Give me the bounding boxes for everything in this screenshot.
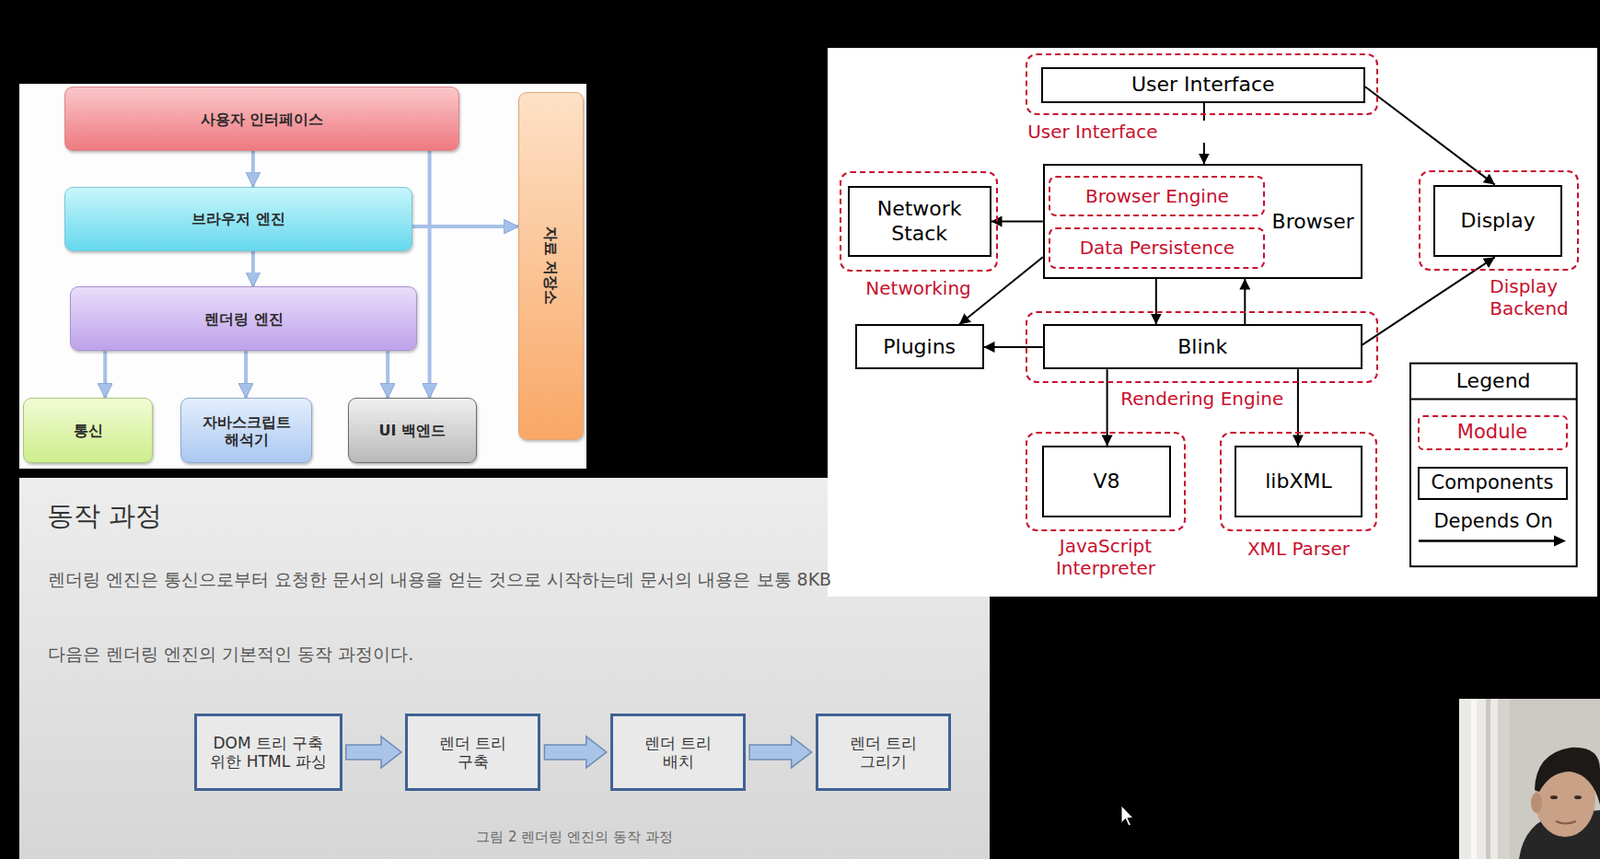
box-label: Browser	[1272, 208, 1355, 233]
box-label: V8	[1093, 469, 1121, 494]
module-label: Display Backend	[1489, 275, 1588, 320]
flow-step-box: DOM 트리 구축 위한 HTML 파싱	[194, 713, 343, 791]
legend-item: Module	[1417, 415, 1568, 451]
box-label: Data Persistence	[1079, 236, 1236, 259]
component-box: Browser Browser EngineData Persistence	[1043, 163, 1363, 279]
box-label: DOM 트리 구축 위한 HTML 파싱	[204, 733, 333, 772]
module-region: JavaScript InterpreterV8	[1025, 431, 1186, 533]
component-box: libXML	[1234, 445, 1363, 518]
flow-arrow	[251, 251, 256, 288]
box-label: User Interface	[1131, 72, 1276, 97]
box-label: 브라우저 엔진	[191, 209, 286, 228]
flow-arrow	[412, 224, 519, 229]
process-box: 자바스크립트 해석기	[180, 397, 313, 464]
module-region: XML ParserlibXML	[1219, 431, 1379, 533]
panel	[827, 47, 1598, 597]
box-label: Browser Engine	[1085, 185, 1229, 208]
box-label: Blink	[1177, 335, 1228, 360]
process-box: 사용자 인터페이스	[64, 86, 460, 151]
process-box: 브라우저 엔진	[64, 186, 413, 252]
flow-step-box: 렌더 트리 그리기	[815, 713, 951, 791]
module-region: Display BackendDisplay	[1418, 170, 1579, 271]
dependency-arrow	[1155, 278, 1158, 325]
dependency-arrow	[984, 346, 1044, 348]
block-arrow	[544, 736, 606, 768]
module-label: User Interface	[1027, 120, 1232, 143]
box-label: 사용자 인터페이스	[200, 110, 325, 128]
flow-step-box: 렌더 트리 구축	[405, 713, 541, 791]
module-label: XML Parser	[1219, 537, 1379, 560]
panel	[19, 83, 587, 469]
component-box: V8	[1042, 445, 1172, 518]
flow-arrow	[428, 150, 432, 398]
box-label: 렌더 트리 그리기	[842, 733, 925, 772]
component-box: User Interface	[1041, 67, 1366, 104]
box-label: 렌더링 엔진	[204, 310, 284, 328]
box-label: Network Stack	[849, 197, 990, 246]
legend-item: Components	[1417, 466, 1568, 501]
box-label: 자료 저장소	[542, 226, 560, 306]
legend-text: Components	[1431, 471, 1554, 495]
box-label: Plugins	[882, 335, 956, 360]
webcam-image	[1459, 698, 1600, 859]
figure-caption: 그림 2 렌더링 엔진의 동작 과정	[407, 828, 741, 846]
process-box: 통신	[23, 397, 153, 464]
box-label: Display	[1460, 208, 1536, 233]
legend-text: Depends On	[1433, 510, 1553, 534]
section-title: 동작 과정	[46, 499, 163, 533]
box-label: 자바스크립트 해석기	[188, 413, 304, 449]
process-box: 렌더링 엔진	[69, 286, 418, 351]
module-region: User InterfaceUser Interface	[1025, 53, 1380, 116]
module-label: JavaScript Interpreter	[1025, 534, 1186, 580]
dependency-arrow	[991, 220, 1044, 223]
component-box: Blink	[1043, 324, 1363, 370]
module-box: Browser Engine	[1048, 175, 1265, 217]
mouse-cursor	[1121, 805, 1134, 826]
process-box: UI 백엔드	[347, 397, 477, 464]
body-text: 렌더링 엔진은 통신으로부터 요청한 문서의 내용을 얻는 것으로 시작하는데 …	[47, 568, 832, 591]
flow-arrow	[103, 350, 107, 398]
legend-item: Depends On	[1412, 508, 1575, 535]
flow-step-box: 렌더 트리 배치	[610, 713, 746, 791]
module-box: Data Persistence	[1048, 227, 1265, 268]
dependency-arrow	[1243, 278, 1246, 325]
box-label: 렌더 트리 구축	[431, 733, 514, 772]
block-arrow	[346, 736, 402, 768]
flow-arrow	[385, 350, 390, 398]
legend-title: Legend	[1410, 364, 1577, 400]
module-label: Rendering Engine	[1110, 387, 1295, 410]
component-box: Plugins	[855, 324, 985, 370]
flow-arrow	[251, 150, 256, 187]
module-region: NetworkingNetwork Stack	[839, 171, 998, 272]
component-box: Network Stack	[847, 185, 992, 258]
component-box: Display	[1433, 185, 1563, 258]
box-label: 통신	[73, 421, 104, 440]
flow-arrow	[243, 350, 248, 398]
module-label: Networking	[846, 277, 990, 300]
storage-box: 자료 저장소	[518, 92, 584, 441]
box-label: 렌더 트리 배치	[637, 733, 719, 772]
box-label: UI 백엔드	[379, 421, 447, 440]
box-label: libXML	[1264, 469, 1333, 494]
legend-frame	[1410, 363, 1577, 568]
module-region: Rendering EngineBlink	[1025, 311, 1380, 383]
body-text: 다음은 렌더링 엔진의 기본적인 동작 과정이다.	[47, 643, 414, 665]
block-arrow	[749, 736, 812, 768]
legend-text: Module	[1457, 420, 1528, 444]
